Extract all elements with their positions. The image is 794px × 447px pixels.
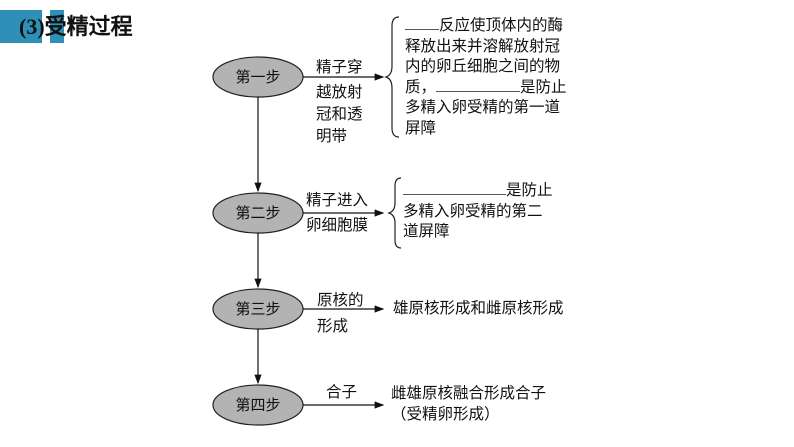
action-line: 精子穿 [316,58,363,76]
title-number: (3) [19,14,45,39]
fill-blank[interactable] [405,15,439,30]
action-line: 卵细胞膜 [306,216,369,234]
action-line: 形成 [317,317,349,335]
result-line: （受精卵形成） [391,404,500,423]
result-line: 内的卵丘细胞之间的物 [405,57,561,75]
action-line: 原核的 [317,291,364,309]
step-3-label: 第三步 [235,300,281,318]
action-line: 明带 [316,127,348,145]
step-1-result: 反应使顶体内的酶 释放出来并溶解放射冠 内的卵丘细胞之间的物 质， 是防止 多精入… [405,15,567,138]
result-line: 质， [405,77,437,96]
page-title: (3)受精过程 [19,14,133,41]
step-1-action: 精子穿 越放射 冠和透 明带 [316,56,363,147]
title-accent-bar [0,10,42,43]
result-line: 屏障 [405,118,437,137]
fill-blank[interactable] [436,77,521,92]
step-2-result: 是防止 多精入卵受精的第二 道屏障 [403,180,553,242]
step-4-label: 第四步 [235,396,281,414]
brace-step1 [384,16,400,138]
title-accent-bar-small [50,10,64,43]
step-3-result: 雄原核形成和雌原核形成 [393,298,564,319]
action-line: 冠和透 [316,105,363,123]
step-4-action: 合子 [326,382,357,403]
step-1-label: 第一步 [235,68,281,86]
result-line: 反应使顶体内的酶 [439,16,564,34]
result-line: 雌雄原核融合形成合子 [391,384,547,402]
result-line: 是防止 [506,181,553,199]
fill-blank[interactable] [403,180,506,195]
result-line: 道屏障 [403,222,450,240]
step-2-label: 第二步 [235,204,281,222]
action-line: 精子进入 [306,191,369,209]
brace-step2 [387,177,402,249]
result-line: 多精入卵受精的第一道 [405,98,561,116]
step-3-action: 原核的 形成 [317,287,364,339]
result-line: 释放出来并溶解放射冠 [405,36,561,55]
action-line: 越放射 [316,83,363,101]
result-line: 雄原核形成和雌原核形成 [393,299,564,317]
action-line: 合子 [326,383,358,401]
step-4-result: 雌雄原核融合形成合子 （受精卵形成） [391,383,546,424]
step-2-action: 精子进入 卵细胞膜 [306,188,368,238]
result-line: 是防止 [520,77,567,96]
result-line: 多精入卵受精的第二 [403,201,543,220]
title-text: 受精过程 [44,15,133,40]
